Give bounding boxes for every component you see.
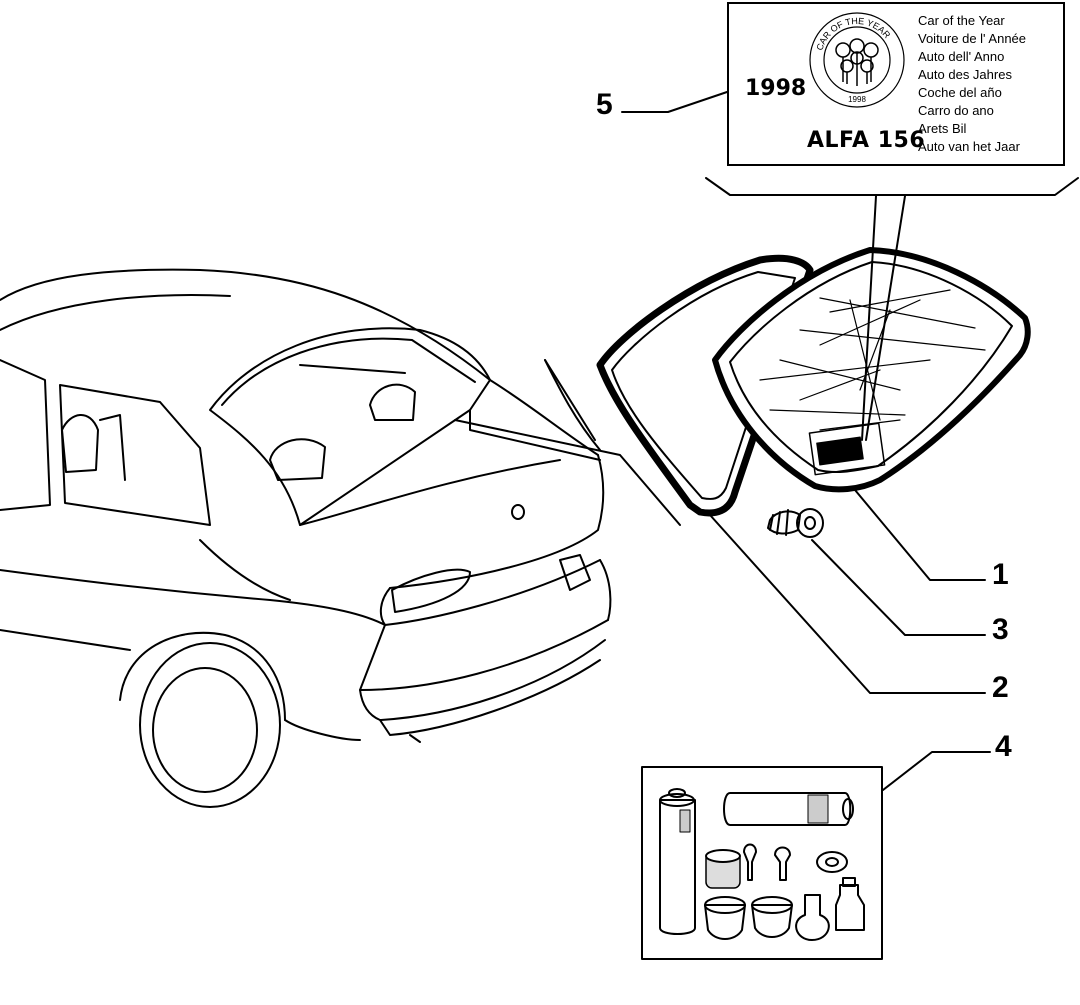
sticker-language-item: Car of the Year: [918, 13, 1005, 28]
car-of-the-year-sticker: CAR OF THE YEAR 1998 1998 ALFA 156 Car o…: [727, 2, 1065, 166]
emblem-ring-text: CAR OF THE YEAR: [814, 16, 892, 52]
sticker-language-item: Auto dell' Anno: [918, 49, 1005, 64]
sticker-language-item: Voiture de l' Année: [918, 31, 1027, 46]
car-leader-lines: [454, 359, 681, 526]
callout-4: 4: [995, 730, 1012, 763]
sticker-language-item: Arets Bil: [918, 121, 967, 136]
fastener-clip-drawing: [767, 508, 824, 538]
sticker-model: ALFA 156: [807, 128, 926, 153]
sticker-bracket: [705, 177, 1079, 441]
callout-leaders: [621, 91, 991, 791]
sticker-language-item: Auto van het Jaar: [918, 139, 1020, 154]
windscreen-seal-drawing: [596, 254, 814, 517]
leader-3: [811, 539, 986, 636]
car-body-drawing: [0, 268, 612, 808]
sticker-language-item: Coche del año: [918, 85, 1002, 100]
rear-windscreen-glass-drawing: [712, 247, 1031, 493]
callout-5: 5: [596, 88, 613, 121]
sticker-language-item: Carro do ano: [918, 103, 994, 118]
callout-2: 2: [992, 671, 1009, 704]
car-of-the-year-emblem: CAR OF THE YEAR 1998: [809, 12, 905, 108]
callout-3: 3: [992, 613, 1009, 646]
callout-1: 1: [992, 558, 1009, 591]
bonding-kit-drawing: [659, 788, 865, 941]
leader-1: [854, 489, 986, 581]
leader-5: [621, 91, 728, 113]
emblem-year: 1998: [848, 95, 866, 104]
svg-text:CAR OF THE YEAR: CAR OF THE YEAR: [814, 16, 892, 52]
leader-4: [882, 751, 991, 791]
sticker-language-list: Car of the Year Voiture de l' Année Auto…: [918, 12, 1026, 156]
leader-2: [709, 514, 986, 694]
sticker-year: 1998: [745, 76, 807, 101]
sticker-language-item: Auto des Jahres: [918, 67, 1012, 82]
